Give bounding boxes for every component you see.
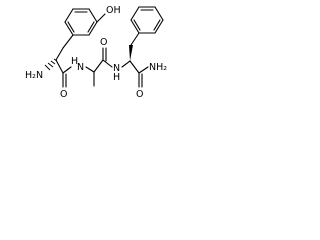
amide-2-cn-bond xyxy=(102,59,113,68)
tyr-alpha-to-carbonyl-bond xyxy=(55,59,64,74)
ring-to-hydroxyl-bond xyxy=(96,13,106,23)
structural-formula: OH H₂N O H N O N H xyxy=(25,5,167,100)
ala-n-to-alpha-bond xyxy=(85,66,95,73)
tyr-alpha-hashed-wedge xyxy=(44,58,58,71)
phe-alpha-to-carbonyl-bond xyxy=(129,60,140,74)
carbonyl-oxygen-2-label: O xyxy=(100,37,107,48)
terminal-amide-label: NH₂ xyxy=(149,62,167,73)
carbonyl-oxygen-1-label: O xyxy=(60,89,67,100)
phe-alpha-wedge xyxy=(129,45,133,61)
tyr-alpha-to-ch2-bond xyxy=(55,47,64,61)
phenylalanine-phenyl-ring xyxy=(130,6,164,34)
amide-1-n-label: N xyxy=(77,62,84,73)
tyrosine-phenol-ring xyxy=(64,8,98,36)
tyr-ch2-bond xyxy=(62,34,74,49)
terminal-amide-cn-bond xyxy=(138,66,149,74)
carbonyl-oxygen-3-label: O xyxy=(136,89,143,100)
ala-alpha-to-carbonyl-bond xyxy=(93,59,104,73)
phe-ch2-to-ring-bond xyxy=(130,32,140,46)
amide-1-cn-bond xyxy=(62,66,72,74)
hydroxyl-label: OH xyxy=(106,5,121,16)
amide-1-h-label: H xyxy=(71,56,78,67)
amine-n-terminus-label: H₂N xyxy=(25,70,43,81)
amide-2-h-label: H xyxy=(113,72,120,83)
phe-n-to-alpha-bond xyxy=(121,60,131,68)
amide-2-n-label: N xyxy=(113,63,120,74)
